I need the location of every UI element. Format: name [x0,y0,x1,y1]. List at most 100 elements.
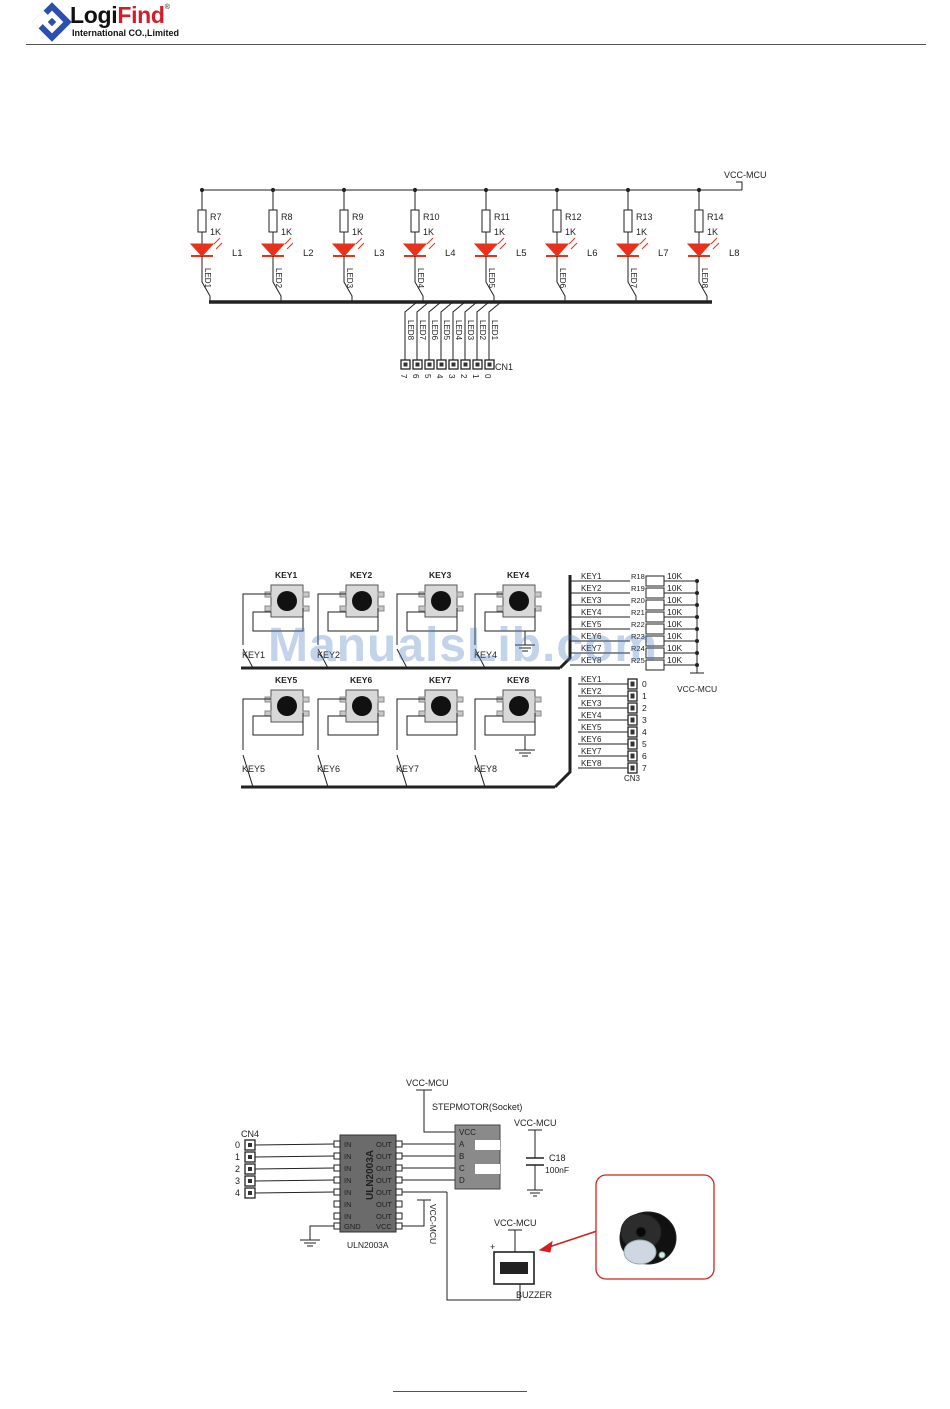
pullup-resistor-label: R25 [631,656,645,665]
chip-out-label: OUT [376,1188,392,1197]
cn3-key-label: KEY1 [581,675,602,684]
cn1-pin-dot [439,362,444,367]
chip-vcc-net-label: VCC-MCU [428,1204,438,1244]
key-label: KEY5 [275,675,297,685]
led-net-label: LED2 [274,268,283,289]
chip-in-label: IN [344,1200,352,1209]
led-label: L3 [374,248,385,259]
cn1-net-label: LED2 [478,320,487,341]
key-wire [484,713,536,736]
brand-name: LogiFind® [70,2,170,28]
led-net-wire [698,256,708,302]
key-wire [242,593,271,645]
switch-leg [456,710,464,717]
buzzer-photo-marker [658,1251,666,1259]
led-ray-icon [712,242,720,250]
key-wire [317,593,346,645]
cn1-label: CN1 [495,362,513,372]
cn3-pin-dot [630,717,635,723]
cn3-pin-number: 6 [642,751,647,761]
buzzer-wire [446,1192,521,1301]
chip-vcc-label: VCC [376,1222,392,1231]
cn1-pin-dot [415,362,420,367]
switch-leg [534,696,542,703]
cn3-pin-number: 7 [642,763,647,773]
resistor-label: R9 [352,212,364,222]
led-net-label: LED3 [345,268,354,289]
key-wire [396,698,425,750]
cn4-pin-dot [248,1143,252,1147]
bus-entry [317,648,329,669]
cn1-wire [404,301,418,360]
switch-leg [496,605,504,612]
switch-leg [534,710,542,717]
cn3-pin-number: 3 [642,715,647,725]
key-wire [327,713,379,736]
led-label: L6 [587,248,598,259]
led-diode-icon [331,243,357,257]
led-diode-icon [544,243,570,257]
footer-link[interactable] [393,1391,527,1392]
led-ray-icon [570,242,578,250]
buzzer-label: BUZZER [516,1290,553,1300]
pullup-value: 10K [667,643,682,653]
cn4-pin-number: 0 [235,1140,240,1150]
chip-pin [395,1164,403,1172]
socket-pin-label: VCC [459,1128,476,1137]
chip-out-label: OUT [376,1140,392,1149]
logifind-logo-icon [32,2,72,42]
cap-label: C18 [549,1153,566,1163]
cn1-wire [476,301,490,360]
stepmotor-socket [454,1124,501,1190]
led-net-wire [272,256,282,302]
chip-pin [333,1140,341,1148]
cn1-pin-number: 2 [459,374,468,379]
led-label: L2 [303,248,314,259]
key-bus-right [553,677,572,789]
cn3-pin-number: 0 [642,679,647,689]
pullup-resistor-label: R20 [631,596,645,605]
cn1-pin-dot [463,362,468,367]
cn3-pin-number: 1 [642,691,647,701]
cn3-key-label: KEY3 [581,699,602,708]
resistor-label: R13 [636,212,653,222]
key-wire [406,713,458,736]
bus-key-label: KEY6 [317,764,340,774]
led-net-wire [201,256,211,302]
cn1-wire [452,301,466,360]
key-wire [252,608,304,632]
chip-pin [395,1212,403,1220]
key-label: KEY7 [429,675,451,685]
chip-pin [395,1152,403,1160]
tactile-switch-icon [502,689,536,723]
watermark: ManualsLib.com [268,619,659,672]
pullup-key-label: KEY6 [581,632,602,641]
switch-leg [496,710,504,717]
key-label: KEY1 [275,570,297,580]
chip-name: ULN2003A [365,1150,376,1200]
cn1-pin-number: 7 [399,374,408,379]
resistor-value: 1K [423,227,434,237]
pullup-value: 10K [667,631,682,641]
switch-cap [431,696,451,716]
chip-vcc-wire [402,1200,425,1227]
header-rule [26,44,926,45]
led-label: L4 [445,248,456,259]
led-label: L5 [516,248,527,259]
cn3-pin-dot [630,681,635,687]
cn4-to-chip-wire [254,1191,335,1194]
pullup-resistor-label: R19 [631,584,645,593]
chip-part-label: ULN2003A [347,1240,389,1250]
bus-entry [396,754,408,788]
cn1-wire [488,301,502,360]
resistor-value: 1K [210,227,221,237]
cn1-pin-number: 5 [423,374,432,379]
resistor-7 [623,209,633,233]
gnd-wire [309,1225,334,1240]
led-net-label: LED7 [629,268,638,289]
chip-pin [395,1222,403,1230]
cn4-to-chip-wire [254,1143,335,1146]
key-wire [317,698,346,750]
pullup-key-label: KEY7 [581,644,602,653]
cn3-pin-number: 4 [642,727,647,737]
